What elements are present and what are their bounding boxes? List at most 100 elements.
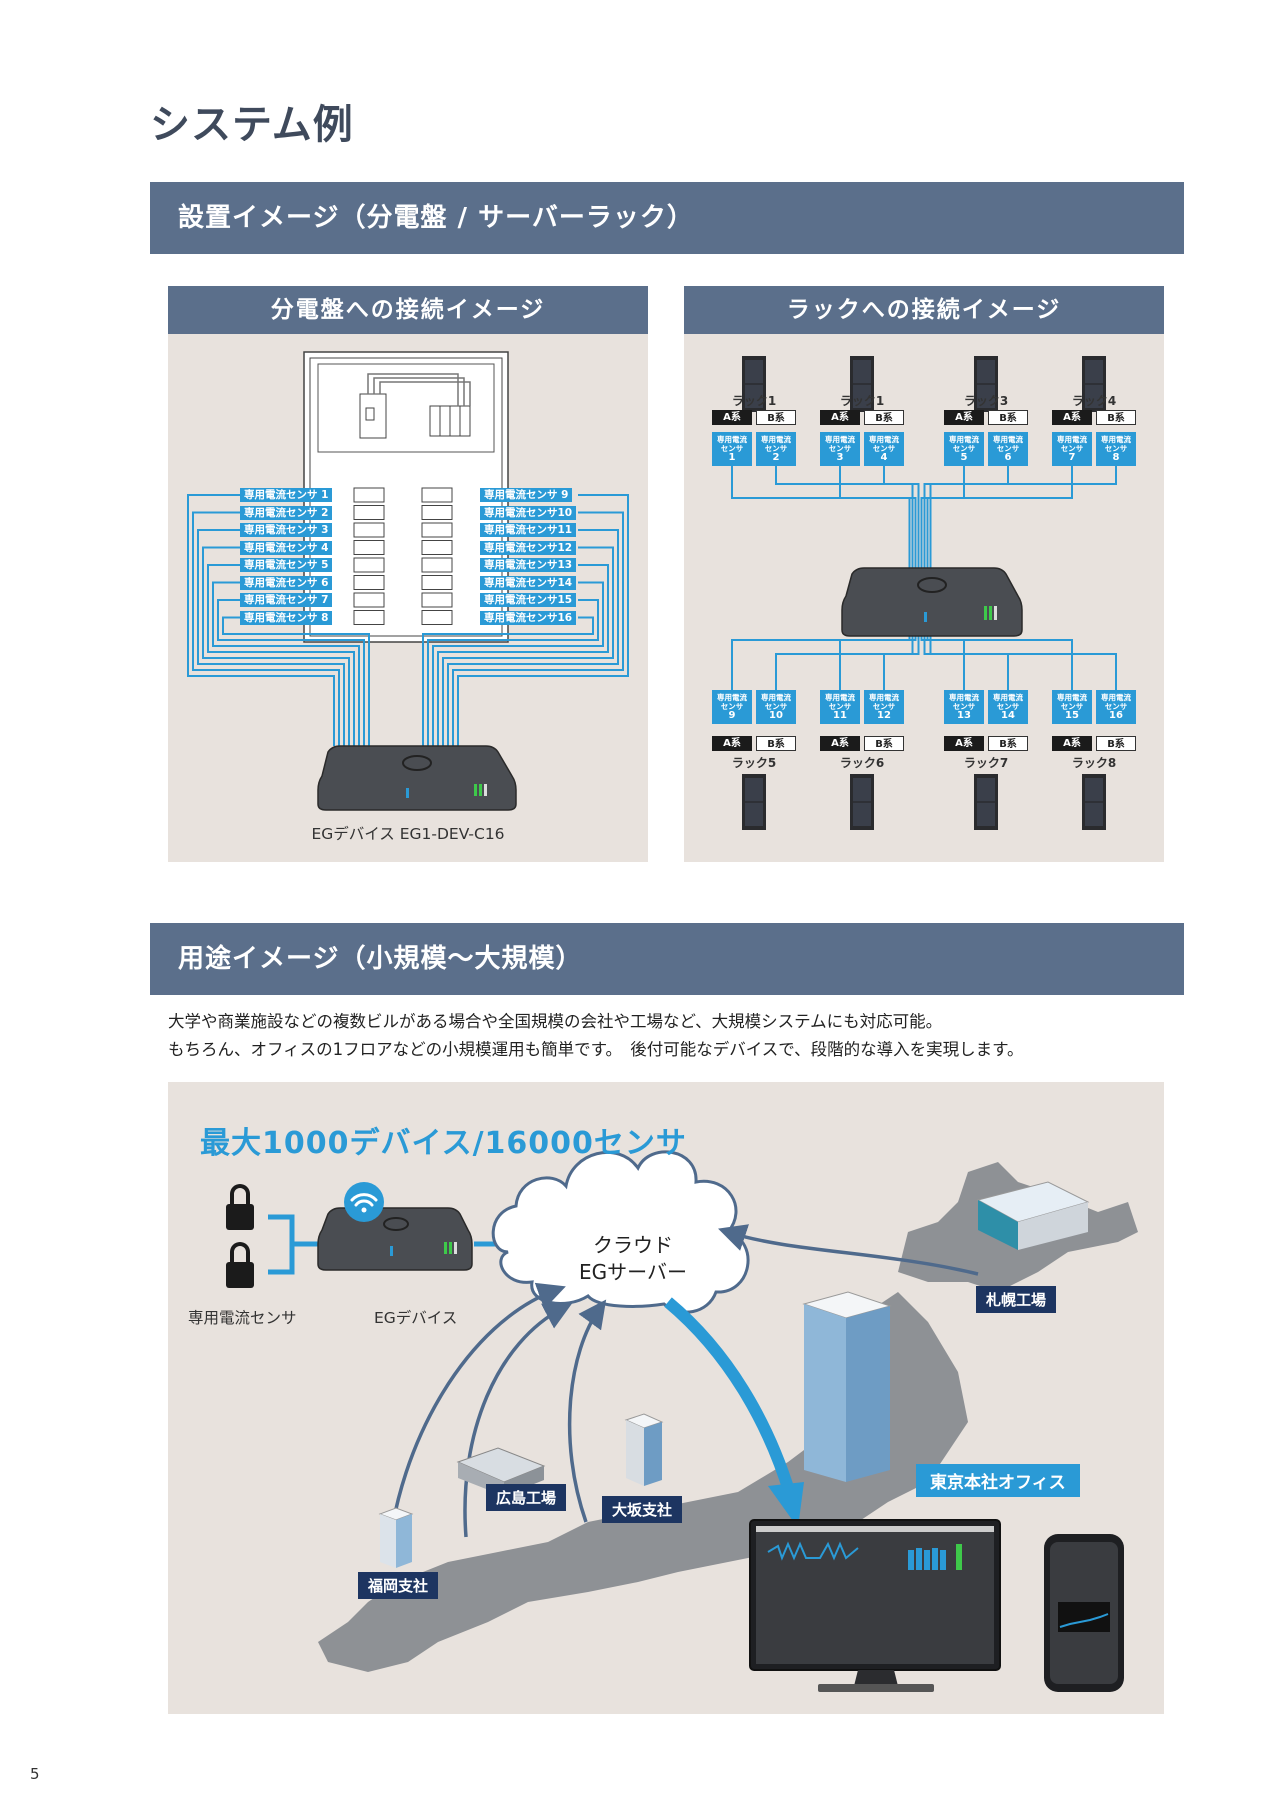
breaker (353, 557, 385, 573)
monitor-dashboard (749, 1519, 1001, 1692)
power-a-label: A系 (1052, 736, 1092, 751)
location-label-fukuoka: 福岡支社 (358, 1572, 439, 1599)
power-a-label: A系 (820, 410, 860, 425)
location-label-osaka: 大坂支社 (602, 1496, 683, 1523)
sensor-cable (207, 564, 355, 746)
sensor-number: 14 (1001, 710, 1015, 721)
power-a-label: A系 (1052, 410, 1092, 425)
server-rack-icon (742, 774, 766, 830)
sensor-tag: 専用電流センサ 4 (240, 540, 333, 555)
rack-label: ラック4 (1071, 394, 1117, 408)
sensor-cable (839, 636, 917, 690)
sensor-tag: 専用電流センサ 8 (240, 610, 333, 625)
sensor-tag: 専用電流センサ15 (480, 593, 577, 607)
sensor-number: 16 (1109, 710, 1123, 721)
location-label-tokyo: 東京本社オフィス (916, 1464, 1080, 1497)
sensor-text: センサ (872, 702, 896, 711)
sensor-text: 専用電流 (869, 435, 899, 444)
page-number: 5 (30, 1765, 40, 1783)
sensor-cable (929, 636, 1117, 690)
current-sensor-icon (226, 1184, 254, 1230)
breaker (421, 487, 453, 503)
rack-label: ラック1 (839, 394, 885, 408)
sensor-cable (923, 466, 1009, 568)
eg-device (317, 745, 517, 811)
server-rack-icon (974, 774, 998, 830)
sensor-text: 専用電流 (1101, 693, 1131, 702)
power-b-label: B系 (756, 410, 796, 425)
current-sensor-icon (226, 1242, 254, 1288)
breaker (421, 610, 453, 625)
panel-usage: 最大1000デバイス/16000センサ 専用電流センサ EGデバイス クラウド … (168, 1082, 1164, 1714)
sensor-cable (437, 564, 609, 746)
smartphone-dashboard (1044, 1534, 1124, 1692)
rack-diagram (731, 356, 1117, 830)
sensor-tag: 専用電流センサ 5 (240, 558, 333, 572)
power-b-label: B系 (756, 736, 796, 751)
sensor-number: 12 (877, 710, 891, 721)
device-caption: EGデバイス (374, 1309, 458, 1327)
sensor-number: 1 (728, 452, 736, 463)
sensor-tag: 専用電流センサ10 (480, 505, 577, 520)
rack-label: ラック8 (1071, 756, 1117, 770)
sensor-tag: 専用電流センサ 2 (240, 505, 333, 520)
sensor-text: センサ (828, 444, 852, 453)
sensor-tag: 専用電流センサ16 (480, 610, 577, 625)
sensor-cable (442, 546, 614, 746)
sensor-text: センサ (952, 444, 976, 453)
sensor-text: 専用電流 (949, 693, 979, 702)
breaker (353, 522, 385, 538)
device-caption: EGデバイス EG1-DEV-C16 (311, 825, 505, 843)
cloud-label-line-2: EGサーバー (579, 1260, 687, 1284)
sapporo-factory-icon (976, 1181, 1090, 1250)
sensor-cable (222, 616, 370, 746)
panel-heading: 分電盤への接続イメージ (168, 286, 648, 334)
server-rack-icon (1082, 356, 1106, 412)
power-a-label: A系 (944, 736, 984, 751)
breaker (353, 505, 385, 520)
description: 大学や商業施設などの複数ビルがある場合や全国規模の会社や工場など、大規模システム… (168, 1008, 1023, 1064)
sensor-text: センサ (872, 444, 896, 453)
power-b-label: B系 (1096, 410, 1136, 425)
sensor-cable (731, 466, 911, 568)
sensor-text: センサ (720, 444, 744, 453)
cloud-label-line-1: クラウド (593, 1233, 673, 1257)
sensor-cable (212, 581, 360, 746)
sensor-text: 専用電流 (1101, 435, 1131, 444)
sensor-cable (929, 466, 1117, 568)
cloud-label: クラウド EGサーバー (548, 1232, 718, 1286)
section-heading-installation: 設置イメージ（分電盤 / サーバーラック） (150, 182, 1184, 254)
server-rack-icon (850, 356, 874, 412)
sensor-cable (452, 511, 624, 746)
sensor-text: 専用電流 (825, 435, 855, 444)
sensor-cable (883, 466, 920, 568)
sensor-text: 専用電流 (825, 693, 855, 702)
rack-label: ラック3 (963, 394, 1009, 408)
sensor-text: 専用電流 (993, 435, 1023, 444)
rack-label: ラック6 (839, 756, 885, 770)
rack-label: ラック5 (731, 756, 777, 770)
breaker (421, 575, 453, 590)
section-heading-usage: 用途イメージ（小規模～大規模） (150, 923, 1184, 995)
sensor-number: 6 (1004, 452, 1012, 463)
sensor-number: 10 (769, 710, 783, 721)
breaker (421, 505, 453, 520)
sensor-tag: 専用電流センサ 3 (240, 523, 333, 537)
sensor-tag: 専用電流センサ13 (480, 558, 577, 572)
sensor-number: 2 (772, 452, 780, 463)
description-line-1: 大学や商業施設などの複数ビルがある場合や全国規模の会社や工場など、大規模システム… (168, 1012, 943, 1031)
server-rack-icon (742, 356, 766, 412)
sensor-cable (192, 511, 340, 746)
sensor-cable (447, 529, 619, 746)
sensor-text: センサ (1104, 702, 1128, 711)
fukuoka-branch-icon (378, 1507, 414, 1568)
sensor-number: 3 (836, 452, 844, 463)
